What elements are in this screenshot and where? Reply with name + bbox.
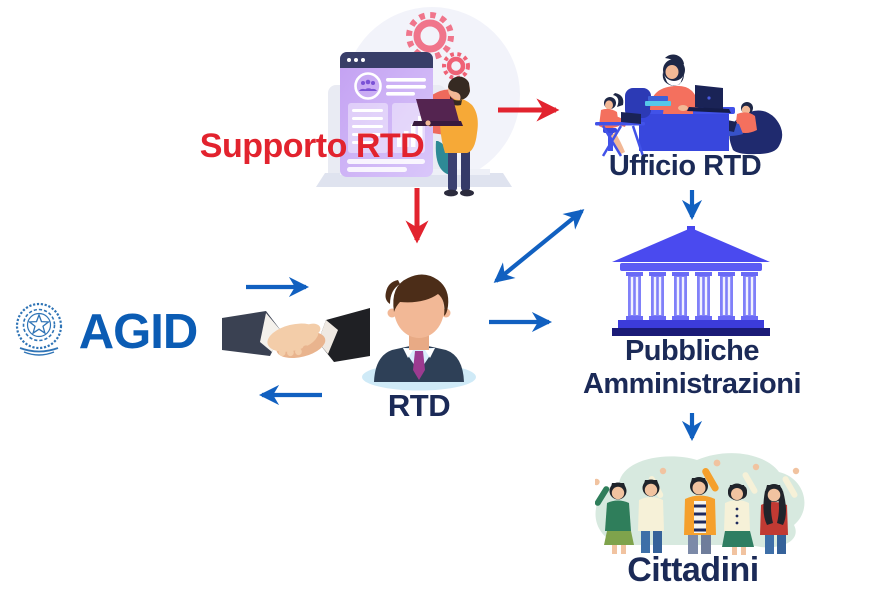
man-at-desk (625, 54, 698, 118)
pubbliche-amministrazioni-label: Pubbliche Amministrazioni (542, 335, 842, 402)
citizen-5 (760, 467, 800, 554)
pa-label-line2: Amministrazioni (582, 368, 802, 401)
supporto-rtd-illustration (310, 3, 520, 203)
supporto-person (412, 76, 478, 197)
ufficio-rtd-label: Ufficio RTD (608, 150, 762, 182)
agid-emblem-icon (13, 301, 65, 361)
rtd-label: RTD (387, 388, 451, 423)
pubbliche-amministrazioni-illustration (612, 226, 770, 336)
citizen-2 (638, 467, 667, 553)
rtd-avatar (358, 260, 480, 392)
ufficio-rtd-illustration (595, 48, 800, 160)
team-working-at-desks-icon (595, 54, 783, 157)
citizen-3 (684, 459, 721, 554)
agid-label: AGID (78, 305, 199, 359)
woman-at-table (595, 93, 645, 157)
gear-icon (406, 12, 470, 80)
citizen-1 (595, 478, 634, 554)
citizen-4 (722, 463, 760, 555)
cittadini-label: Cittadini (627, 551, 759, 589)
bar-chart-icon (392, 103, 425, 153)
cittadini-illustration (595, 445, 807, 557)
waving-citizens-group-icon (595, 453, 805, 555)
businessman-avatar-icon (362, 274, 476, 391)
government-building-icon (612, 226, 770, 336)
person-presenting-dashboard-icon (316, 7, 520, 197)
supporto-rtd-label: Supporto RTD (199, 127, 425, 165)
handshake-icon (222, 304, 370, 380)
arrow-rtd-ufficio-bidirectional (493, 209, 585, 283)
pa-label-line1: Pubbliche (624, 335, 760, 367)
